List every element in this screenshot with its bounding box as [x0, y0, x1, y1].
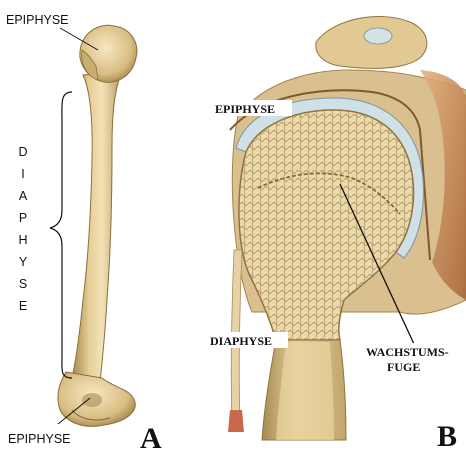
- diaphyse-letter-2: I: [21, 167, 24, 181]
- diaphyse-letter-3: A: [19, 189, 28, 203]
- medullary-cavity: [276, 342, 334, 440]
- diaphyse-letter-5: H: [18, 233, 27, 247]
- label-epiphyse-b: EPIPHYSE: [215, 102, 275, 116]
- olecranon-fossa: [82, 393, 102, 407]
- label-epiphyse-top-a: EPIPHYSE: [6, 13, 69, 27]
- label-growth-plate-line2: FUGE: [387, 360, 420, 374]
- diaphyse-letter-8: E: [19, 299, 27, 313]
- panel-letter-a: A: [140, 422, 162, 452]
- diaphyse-letter-1: D: [18, 145, 27, 159]
- label-diaphyse-b: DIAPHYSE: [210, 334, 272, 348]
- acromion-facet: [364, 28, 392, 44]
- humerus-shaft: [72, 72, 122, 382]
- tendon-muscle-end: [228, 410, 244, 432]
- panel-letter-b: B: [437, 420, 457, 452]
- diaphyse-letter-6: Y: [19, 255, 28, 269]
- brace-diaphyse: [50, 92, 72, 378]
- label-epiphyse-bottom-a: EPIPHYSE: [8, 432, 71, 446]
- label-growth-plate-line1: WACHSTUMS-: [366, 345, 449, 359]
- diaphyse-letter-7: S: [19, 277, 27, 291]
- label-diaphyse-vertical-a: D I A P H Y S E: [18, 145, 27, 313]
- panel-a: EPIPHYSE D I A P H Y S E EPIPHYSE A: [6, 13, 162, 452]
- panel-b: EPIPHYSE DIAPHYSE WACHSTUMS- FUGE B: [208, 16, 466, 452]
- diaphyse-letter-4: P: [19, 211, 27, 225]
